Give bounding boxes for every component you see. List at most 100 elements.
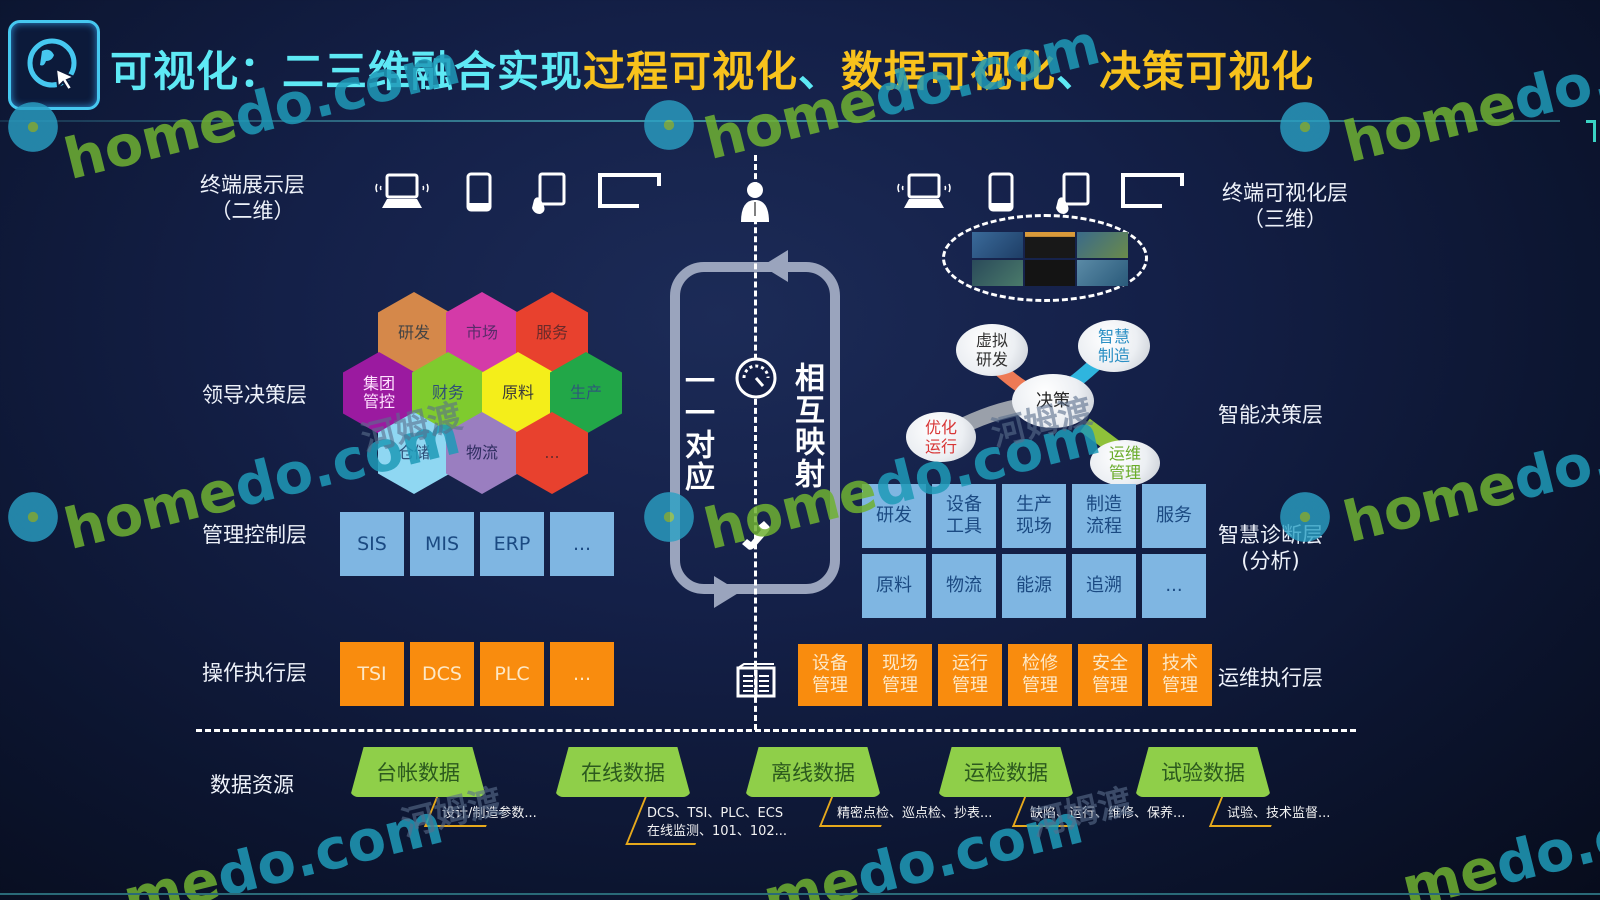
smart-decision-layer-label: 智能决策层	[1218, 403, 1323, 427]
leader-decision-layer-label: 领导决策层	[202, 383, 307, 407]
data-source-1: 台帐数据	[350, 747, 486, 797]
tile-service: 服务	[1142, 484, 1206, 548]
tile-production-site: 生产 现场	[1002, 484, 1066, 548]
management-control-layer-label: 管理控制层	[202, 523, 307, 547]
one-to-one-text: 一一对应	[679, 365, 714, 493]
label-line: (分析)	[1241, 549, 1300, 574]
data-source-3: 离线数据	[745, 747, 881, 797]
mindmap-node-optimize-operation: 优化 运行	[906, 412, 976, 462]
watermark: homedo.co	[1337, 29, 1600, 176]
watermark-flower-icon	[1276, 98, 1334, 156]
arrow-left-icon	[760, 248, 790, 288]
title-part-1: 可视化：二三维融合实现	[110, 47, 584, 96]
terminal-visual-layer-label: 终端可视化层 （三维）	[1222, 180, 1348, 233]
mindmap-node-smart-manufacturing: 智慧 制造	[1078, 320, 1150, 372]
ops-execution-layer-label: 运维执行层	[1218, 666, 1323, 690]
watermark: medo.c	[1395, 803, 1600, 900]
laptop-icon	[374, 172, 430, 212]
data-source-note: 设计/制造参数...	[442, 806, 537, 821]
tile-equipment-mgmt: 设备 管理	[798, 644, 862, 706]
watermark-flower-icon	[4, 488, 62, 546]
monitor-icon	[597, 172, 663, 210]
title-part-2: 过程可视化	[583, 47, 799, 96]
page-title: 可视化：二三维融合实现过程可视化、数据可视化、决策可视化	[110, 38, 1314, 99]
phone-icon	[466, 172, 492, 212]
tile-equipment-tools: 设备 工具	[932, 484, 996, 548]
tile-manufacturing-process: 制造 流程	[1072, 484, 1136, 548]
dashboard-thumb	[1024, 232, 1076, 258]
management-tiles: SIS MIS ERP ...	[340, 512, 614, 576]
title-separator: 、	[798, 47, 842, 96]
data-resources-label: 数据资源	[210, 773, 294, 797]
hex-group-control: 集团 管控	[343, 352, 415, 434]
tile-more: ...	[550, 642, 614, 706]
tile-energy: 能源	[1002, 554, 1066, 618]
tile-safety-mgmt: 安全 管理	[1078, 644, 1142, 706]
tile-more: ...	[550, 512, 614, 576]
mindmap-center: 决策	[1012, 374, 1094, 428]
monitor-icon	[1120, 172, 1186, 210]
tile-more: ...	[1142, 554, 1206, 618]
tile-dcs: DCS	[410, 642, 474, 706]
gauge-icon	[734, 356, 778, 404]
label-line: 终端可视化层	[1222, 181, 1348, 205]
dashboard-preview-frame	[942, 214, 1148, 302]
tile-maintenance-mgmt: 检修 管理	[1008, 644, 1072, 706]
title-part-4: 决策可视化	[1099, 47, 1315, 96]
data-source-note: DCS、TSI、PLC、ECS 在线监测、101、102...	[647, 806, 788, 839]
tile-erp: ERP	[480, 512, 544, 576]
footer-divider	[0, 893, 1600, 895]
operation-layer-label: 操作执行层	[202, 661, 307, 685]
diagnosis-tiles: 研发 设备 工具 生产 现场 制造 流程 服务 原料 物流 能源 追溯 ...	[862, 484, 1206, 618]
laptop-icon	[896, 172, 952, 212]
data-source-note: 精密点检、巡点检、抄表...	[837, 806, 993, 821]
header-divider	[0, 120, 1560, 122]
dashboard-thumb	[1077, 232, 1128, 258]
center-divider	[754, 155, 757, 730]
tile-sis: SIS	[340, 512, 404, 576]
watermark-flower-icon	[1276, 488, 1334, 546]
data-source-2: 在线数据	[555, 747, 691, 797]
arrow-right-icon	[712, 574, 742, 614]
label-line: 终端展示层	[200, 173, 305, 197]
label-line: （三维）	[1243, 207, 1327, 232]
tile-traceability: 追溯	[1072, 554, 1136, 618]
corner-mark	[1586, 120, 1596, 142]
watermark: homedo.co	[1337, 409, 1600, 556]
data-source-note: 试验、技术监督...	[1227, 806, 1331, 821]
tile-site-mgmt: 现场 管理	[868, 644, 932, 706]
mindmap-node-virtual-rd: 虚拟 研发	[956, 324, 1028, 376]
watermark-flower-icon	[4, 98, 62, 156]
tile-rd: 研发	[862, 484, 926, 548]
mindmap-node-ops-management: 运维 管理	[1090, 440, 1160, 486]
user-icon	[738, 180, 772, 228]
tile-technical-mgmt: 技术 管理	[1148, 644, 1212, 706]
operation-tiles: TSI DCS PLC ...	[340, 642, 614, 706]
dashboard-thumb	[972, 232, 1023, 258]
watermark: medo.com	[116, 791, 450, 900]
logo	[8, 20, 100, 110]
ops-tiles: 设备 管理 现场 管理 运行 管理 检修 管理 安全 管理 技术 管理	[798, 644, 1212, 706]
dashboard-thumb	[1024, 260, 1076, 286]
label-line: （二维）	[210, 199, 295, 224]
dashboard-thumb	[1077, 260, 1128, 286]
dashboard-thumb	[972, 260, 1023, 286]
dashboard-collage-image	[972, 232, 1128, 286]
tablet-touch-icon	[1052, 172, 1092, 216]
data-source-5: 试验数据	[1135, 747, 1271, 797]
watermark-flower-icon	[640, 96, 698, 154]
mutual-mapping-text: 相互映射	[789, 362, 824, 490]
watermark-flower-icon	[640, 488, 698, 546]
tile-logistics: 物流	[932, 554, 996, 618]
title-part-3: 数据可视化	[841, 47, 1057, 96]
tile-raw-material: 原料	[862, 554, 926, 618]
document-icon	[736, 662, 776, 702]
tablet-touch-icon	[528, 172, 568, 216]
tile-operation-mgmt: 运行 管理	[938, 644, 1002, 706]
phone-handset-icon	[736, 517, 772, 557]
terminal-display-layer-label: 终端展示层 （二维）	[200, 172, 305, 225]
title-separator: 、	[1056, 47, 1100, 96]
tile-mis: MIS	[410, 512, 474, 576]
tile-tsi: TSI	[340, 642, 404, 706]
data-source-note: 缺陷、运行、维修、保养...	[1030, 806, 1186, 821]
